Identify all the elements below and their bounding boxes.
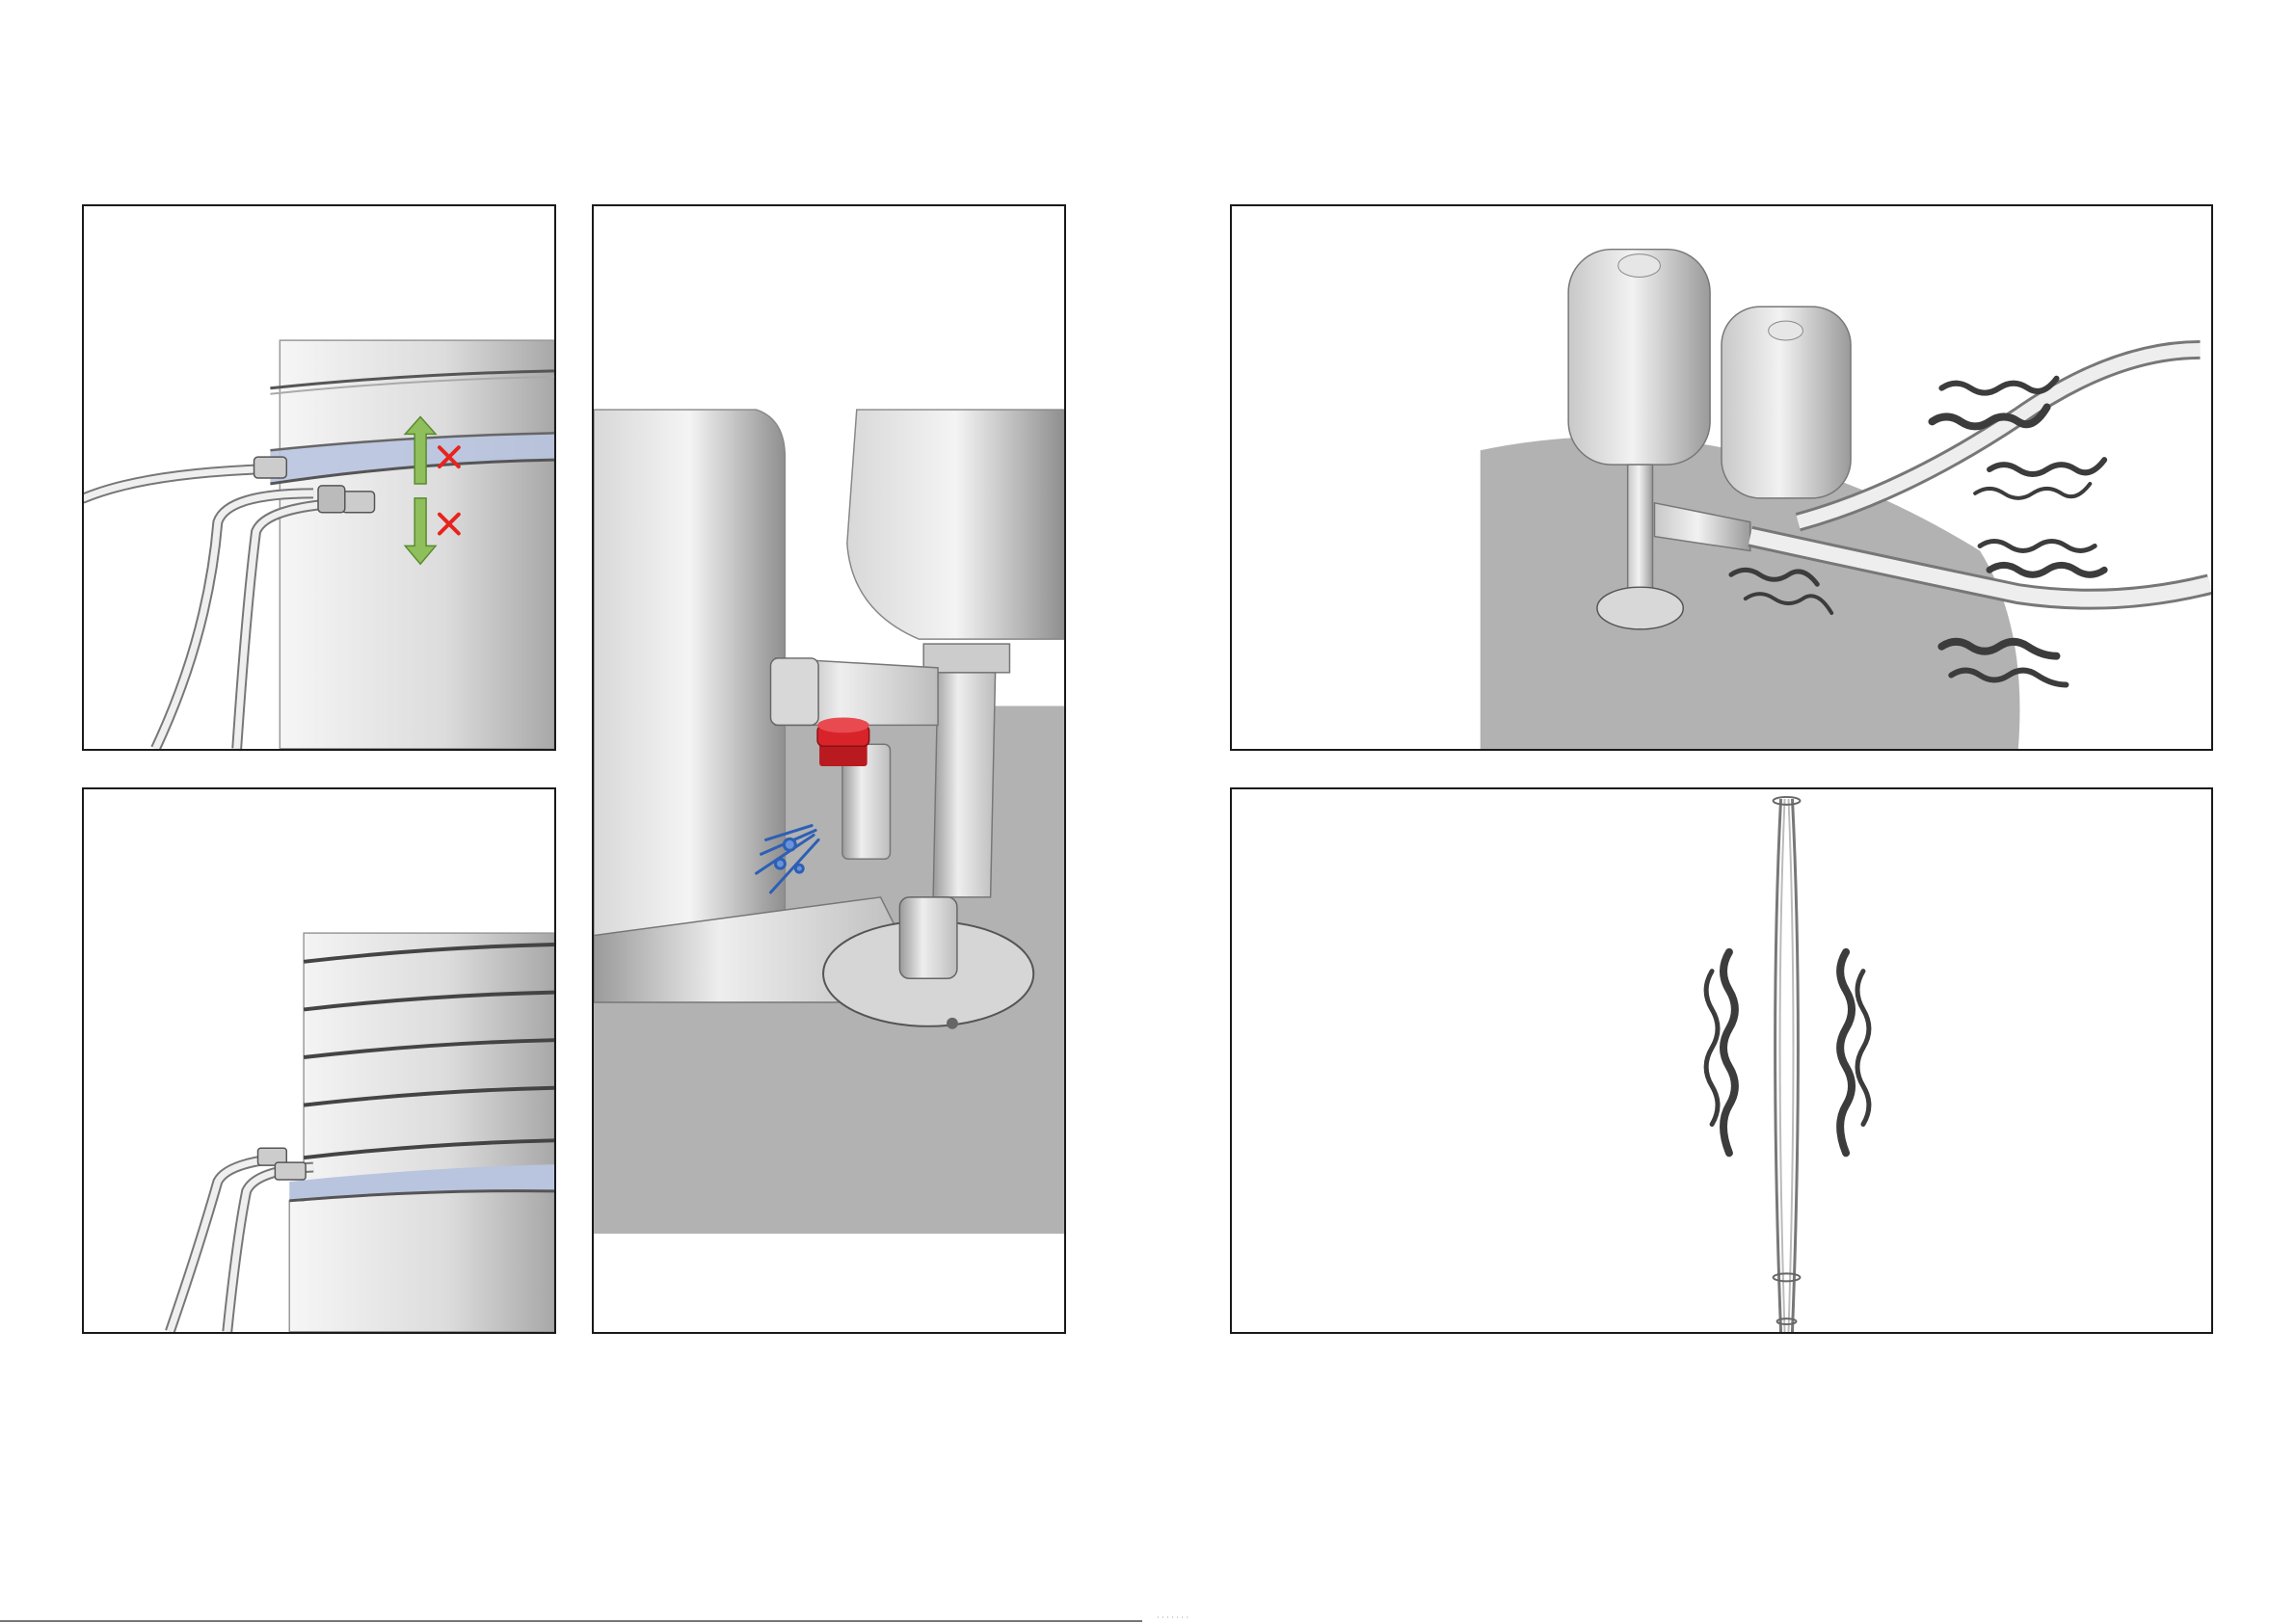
panel-hose-vibration-closeup: [1230, 787, 2213, 1334]
panel-expansion-vessels-hose-vibration: [1230, 204, 2213, 751]
panel-tank-stacked-rings: [82, 787, 556, 1334]
tank-ring-illustration: [84, 206, 554, 749]
footer-rule: [0, 1620, 1142, 1622]
panel-tank-ring-seam: [82, 204, 556, 751]
tank-stacked-illustration: [84, 789, 554, 1332]
safety-valve-illustration: [594, 206, 1064, 1332]
panel-safety-valve-leak: [592, 204, 1066, 1334]
hose-vibration-illustration: [1232, 789, 2211, 1332]
expansion-vessels-illustration: [1232, 206, 2211, 749]
safety-valve-red-cap: [817, 717, 869, 766]
vibration-lines-icon: [1706, 952, 1869, 1154]
footer-text: · · · · · · ·: [1157, 1613, 1188, 1622]
